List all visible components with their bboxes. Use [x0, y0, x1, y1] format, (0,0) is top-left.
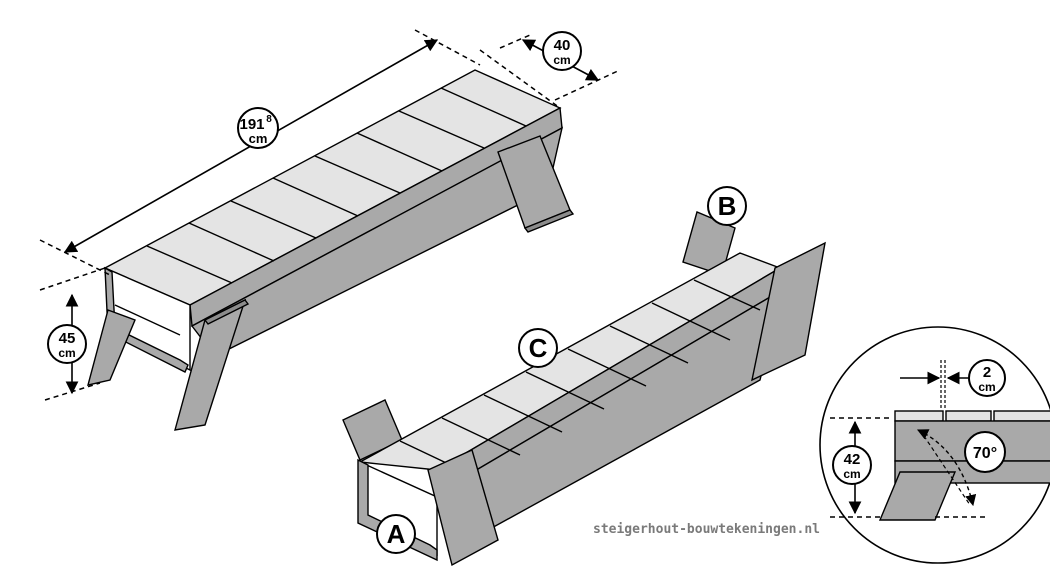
detail-height-badge [832, 445, 872, 485]
lower-right-post [751, 241, 826, 382]
part-label-c: C [518, 328, 558, 368]
bench-left-leg-back [87, 309, 136, 386]
bench-left-leg-edge [203, 299, 250, 325]
depth-dimension: 40 cm [479, 31, 621, 109]
part-c-text: C [529, 333, 548, 363]
length-value: 191 [239, 116, 264, 133]
length-badge [237, 107, 279, 149]
watermark-text: steigerhout-bouwtekeningen.nl [593, 522, 820, 537]
detail-plank-2 [945, 410, 992, 422]
exploded-bench [342, 211, 826, 567]
height-badge [47, 324, 87, 364]
part-b-text: B [718, 191, 737, 221]
assembled-bench [87, 69, 575, 431]
gap-badge [968, 359, 1006, 397]
depth-badge [542, 31, 582, 71]
height-value: 45 [59, 330, 76, 347]
detail-plank-1 [894, 410, 944, 422]
depth-value: 40 [554, 37, 571, 54]
detail-circle: 2 cm 42 cm 70° [819, 326, 1050, 564]
detail-height-value: 42 [844, 451, 861, 468]
bench-right-leg-edge [523, 209, 575, 233]
angle-value: 70° [973, 445, 997, 462]
height-dimension: 45 cm [39, 267, 106, 401]
part-label-b: B [707, 186, 747, 226]
part-label-a: A [376, 514, 416, 554]
height-unit: cm [58, 346, 75, 360]
gap-unit: cm [978, 380, 995, 394]
part-a-text: A [387, 519, 406, 549]
gap-value: 2 [983, 364, 991, 381]
lower-plank-lines [399, 279, 761, 479]
length-unit: cm [249, 131, 268, 146]
length-dimension: 191 8 cm [39, 29, 481, 276]
detail-height-unit: cm [843, 467, 860, 481]
depth-unit: cm [553, 53, 570, 67]
angle-badge [964, 431, 1006, 473]
length-sup: 8 [266, 114, 272, 125]
detail-plank-3 [993, 410, 1050, 422]
lower-left-post [427, 449, 499, 567]
